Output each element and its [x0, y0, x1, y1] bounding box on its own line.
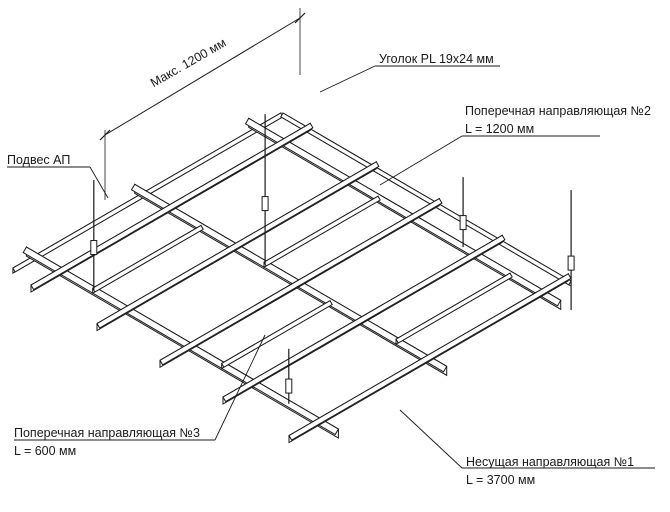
hanger-2 [261, 114, 269, 265]
hangers [90, 114, 575, 404]
angle-label: Уголок PL 19х24 мм [379, 52, 494, 66]
cross-tee-1 [30, 122, 314, 293]
dimension-tick-right [294, 12, 306, 24]
leader-pointer [399, 409, 463, 469]
leader-lines [7, 65, 655, 469]
cross-tee-2 [96, 160, 380, 332]
short-cross-tee-3 [221, 299, 333, 370]
hanger-3 [285, 348, 293, 404]
bar-top [92, 224, 204, 293]
main-runner-1 [22, 246, 340, 439]
bar-top [263, 195, 381, 267]
short-cross-tee-2 [263, 195, 381, 269]
cross-tee-3 [159, 197, 443, 369]
hanger-1 [90, 180, 98, 291]
bar-top [96, 161, 380, 329]
leader-pointer [89, 166, 109, 199]
leader-pointer [214, 334, 266, 441]
cross-tee-4 [222, 234, 506, 405]
bar-top [244, 117, 562, 307]
main-runner-length: L = 3700 мм [466, 473, 536, 487]
hanger-clip [459, 215, 467, 231]
bar-top [222, 234, 506, 403]
leader-2 [379, 135, 600, 186]
leader-5 [399, 409, 655, 469]
bar-top [395, 272, 513, 344]
bar-top [130, 183, 448, 373]
dimension-tick-left [99, 129, 111, 141]
hanger-clip [90, 240, 98, 256]
bar-top [159, 197, 443, 366]
hanger-clip [285, 378, 293, 394]
short-cross-tee-1 [92, 224, 204, 295]
bar-top [30, 122, 314, 291]
leader-1 [319, 65, 500, 93]
dimension-line-main [104, 17, 301, 136]
hanger-4 [459, 177, 467, 248]
main-runner-2 [130, 183, 448, 377]
cross-tee-2-title: Поперечная направляющая №2 [465, 104, 651, 118]
leader-3 [7, 166, 109, 199]
bar-top [221, 300, 333, 368]
cross-tee-3-title: Поперечная направляющая №3 [14, 426, 200, 440]
cross-tee-2-length: L = 1200 мм [465, 122, 535, 136]
leader-pointer [319, 65, 376, 93]
leader-4 [14, 334, 266, 441]
dimension-line [99, 8, 306, 200]
hanger-label: Подвес АП [7, 153, 71, 167]
short-cross-tee-4 [395, 272, 513, 346]
bar-top [288, 273, 572, 441]
hanger-5 [567, 190, 575, 311]
main-runner-3 [244, 117, 562, 311]
cross-tee-3-length: L = 600 мм [14, 444, 77, 458]
bar-top [22, 246, 340, 436]
cross-tee-5 [288, 272, 572, 444]
hanger-clip [261, 196, 269, 212]
main-runner-title: Несущая направляющая №1 [466, 455, 635, 469]
hanger-clip [567, 255, 575, 271]
ceiling-grid [12, 112, 572, 444]
leader-pointer [379, 135, 463, 186]
